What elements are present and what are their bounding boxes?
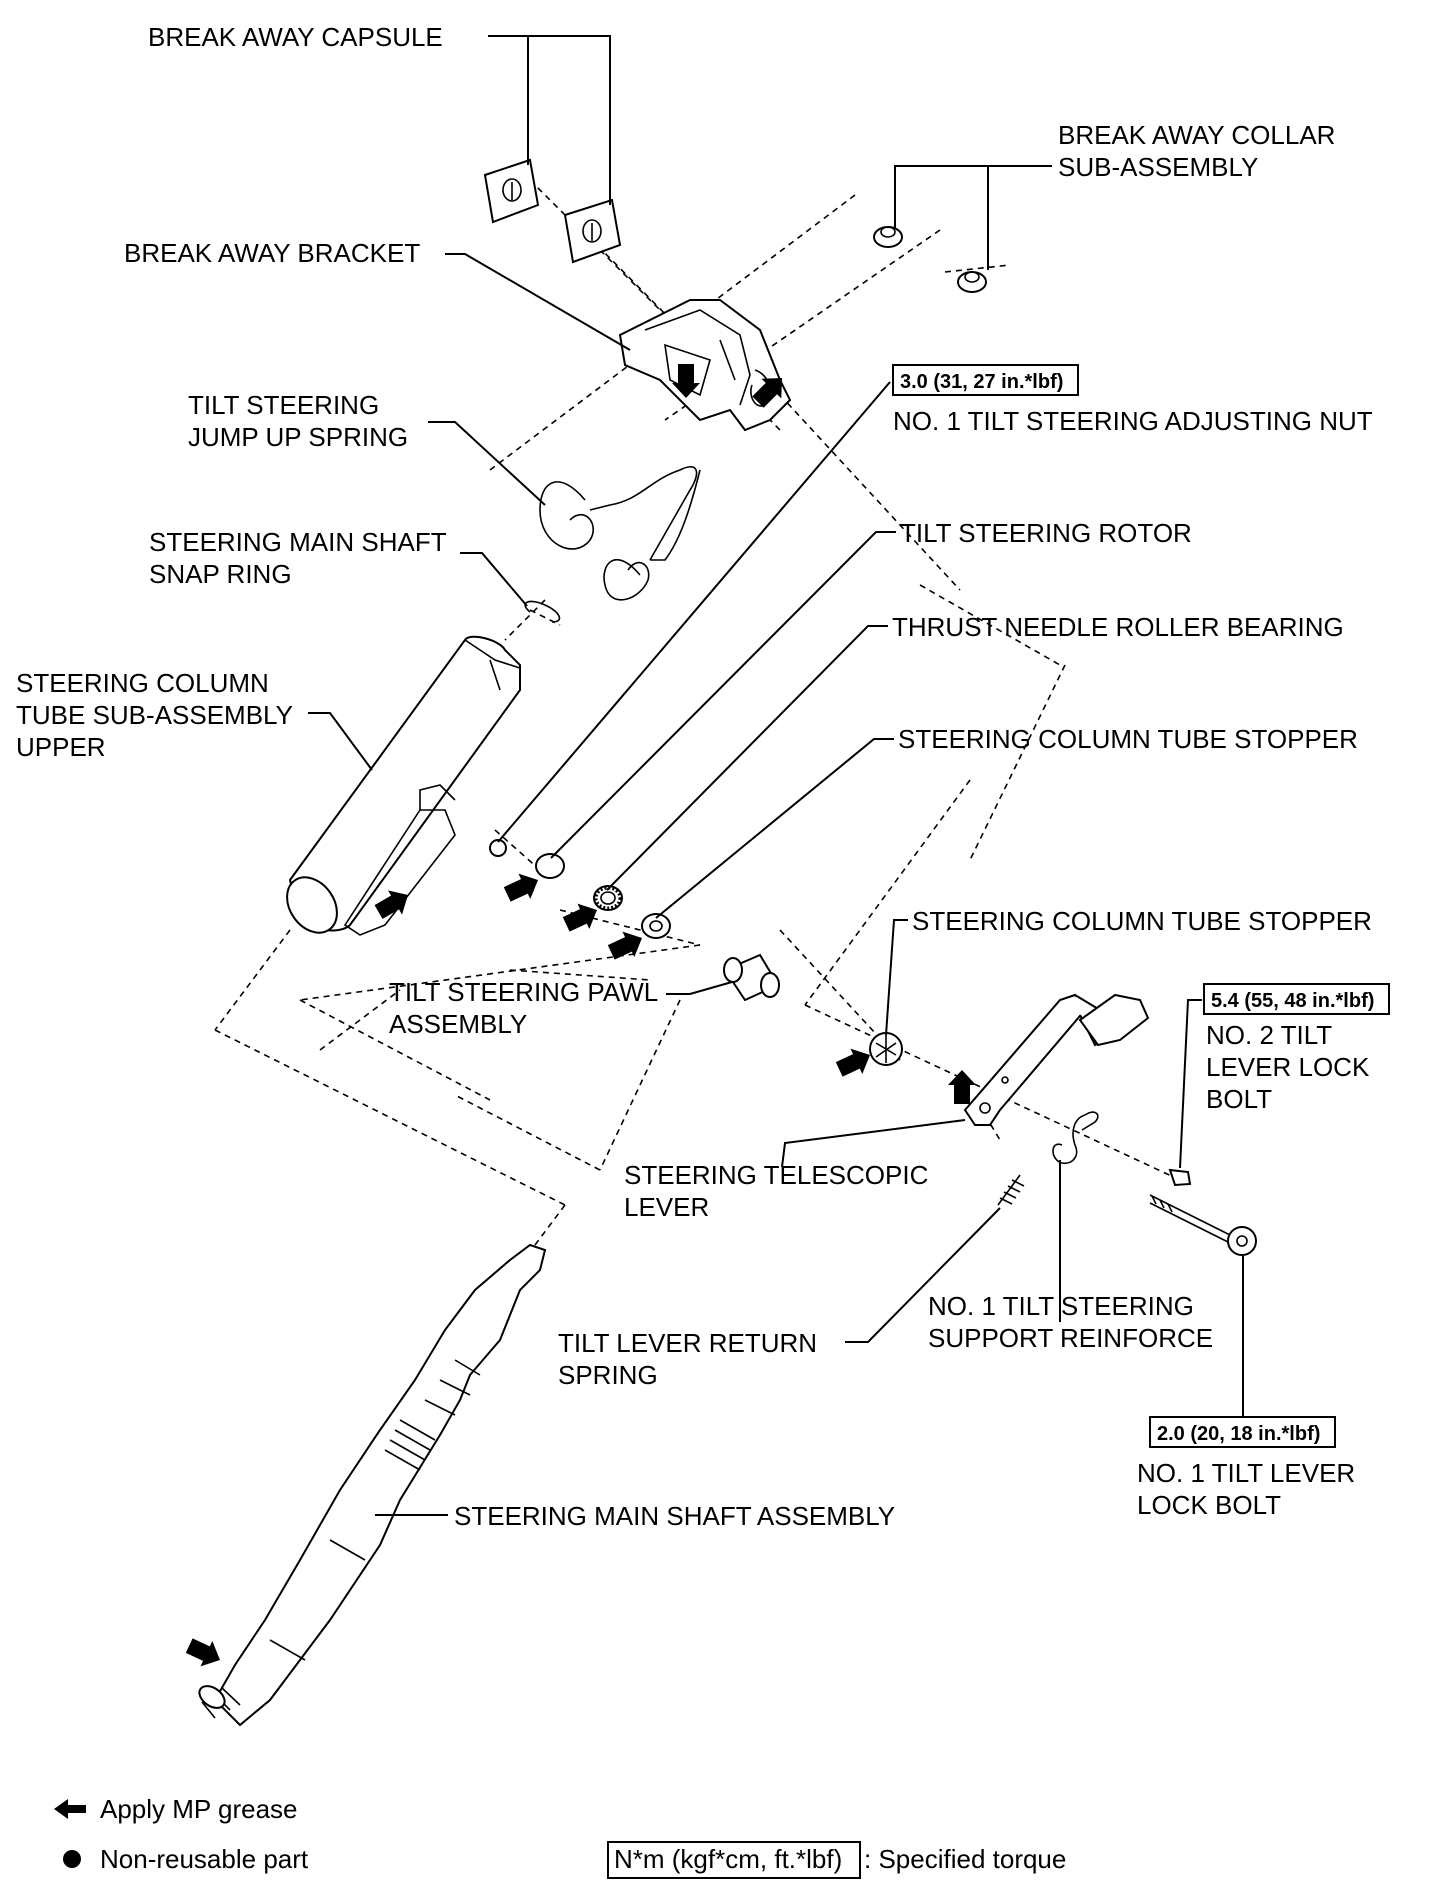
- break-away-collar-lower: [957, 271, 987, 293]
- break-away-capsule-left: [483, 158, 540, 224]
- label-jump-up-spring-2: JUMP UP SPRING: [188, 422, 408, 452]
- label-adjusting-nut: NO. 1 TILT STEERING ADJUSTING NUT: [893, 406, 1373, 436]
- tilt-lever-return-spring: [997, 1174, 1025, 1206]
- torque-box-no1-bolt: [1149, 1416, 1336, 1448]
- label-tube-stopper-lower: STEERING COLUMN TUBE STOPPER: [912, 906, 1372, 936]
- legend-grease: Apply MP grease: [100, 1794, 298, 1824]
- label-break-away-capsule: BREAK AWAY CAPSULE: [148, 22, 443, 52]
- steering-main-shaft-snap-ring: [524, 600, 561, 623]
- thrust-needle-roller-bearing: [593, 885, 623, 911]
- label-no1-bolt-2: LOCK BOLT: [1137, 1490, 1281, 1520]
- break-away-capsule-right: [563, 198, 622, 264]
- grease-arrow-icon: [183, 1632, 226, 1673]
- torque-box-adjusting-nut: [892, 364, 1079, 396]
- tilt-steering-rotor: [535, 853, 565, 879]
- non-reusable-dot-icon: [63, 1850, 81, 1868]
- torque-no2-bolt: 5.4 (55, 48 in.*lbf): [1211, 990, 1374, 1012]
- grease-arrow-icon: [948, 1070, 976, 1104]
- label-pawl-1: TILT STEERING PAWL: [389, 977, 658, 1007]
- tilt-steering-jump-up-spring: [539, 466, 701, 601]
- label-tilt-rotor: TILT STEERING ROTOR: [900, 518, 1192, 548]
- label-tube-stopper-upper: STEERING COLUMN TUBE STOPPER: [898, 724, 1358, 754]
- label-return-spring-2: SPRING: [558, 1360, 658, 1390]
- grease-arrow-icon: [371, 882, 415, 925]
- legend-torque-box: [607, 1841, 861, 1879]
- tilt-steering-pawl-assembly: [723, 953, 780, 1002]
- label-pawl-2: ASSEMBLY: [389, 1009, 527, 1039]
- label-return-spring-1: TILT LEVER RETURN: [558, 1328, 817, 1358]
- label-break-away-collar-2: SUB-ASSEMBLY: [1058, 152, 1258, 182]
- label-jump-up-spring-1: TILT STEERING: [188, 390, 379, 420]
- label-telescopic-2: LEVER: [624, 1192, 709, 1222]
- label-no2-bolt-3: BOLT: [1206, 1084, 1272, 1114]
- tilt-steering-adjusting-nut: [489, 839, 507, 857]
- leader-lines: [308, 35, 1244, 1516]
- grease-arrow-icon: [54, 1799, 86, 1819]
- torque-adjusting-nut: 3.0 (31, 27 in.*lbf): [900, 371, 1063, 393]
- label-no1-bolt-1: NO. 1 TILT LEVER: [1137, 1458, 1355, 1488]
- steering-telescopic-lever: [963, 993, 1150, 1126]
- legend-torque-text: : Specified torque: [864, 1844, 1066, 1874]
- label-main-shaft: STEERING MAIN SHAFT ASSEMBLY: [454, 1501, 895, 1531]
- steering-column-tube-upper: [286, 635, 521, 936]
- label-snap-ring-1: STEERING MAIN SHAFT: [149, 527, 447, 557]
- label-break-away-collar-1: BREAK AWAY COLLAR: [1058, 120, 1335, 150]
- legend-torque-unit: N*m (kgf*cm, ft.*lbf): [614, 1844, 842, 1874]
- steering-column-tube-stopper-lower: [869, 1032, 903, 1066]
- steering-column-tube-stopper-upper: [641, 913, 671, 939]
- no1-tilt-lever-lock-bolt: [1149, 1194, 1257, 1256]
- label-telescopic-1: STEERING TELESCOPIC: [624, 1160, 928, 1190]
- break-away-collar-upper: [873, 226, 903, 248]
- label-thrust-bearing: THRUST NEEDLE ROLLER BEARING: [892, 612, 1344, 642]
- torque-box-no2-bolt: [1203, 983, 1390, 1015]
- no2-tilt-lever-lock-bolt: [1168, 1168, 1192, 1187]
- steering-main-shaft-assembly: [198, 1243, 547, 1727]
- label-break-away-bracket: BREAK AWAY BRACKET: [124, 238, 420, 268]
- label-reinforce-1: NO. 1 TILT STEERING: [928, 1291, 1194, 1321]
- label-column-tube-2: TUBE SUB-ASSEMBLY: [16, 700, 293, 730]
- grease-arrow-icon: [605, 925, 648, 966]
- label-snap-ring-2: SNAP RING: [149, 559, 292, 589]
- break-away-bracket: [618, 299, 792, 432]
- grease-arrow-icon: [501, 867, 544, 908]
- label-column-tube-1: STEERING COLUMN: [16, 668, 269, 698]
- label-reinforce-2: SUPPORT REINFORCE: [928, 1323, 1213, 1353]
- legend-non-reusable: Non-reusable part: [100, 1844, 309, 1874]
- legend: Apply MP grease Non-reusable part N*m (k…: [54, 1794, 1066, 1879]
- no1-tilt-steering-support-reinforce: [1052, 1111, 1099, 1165]
- label-column-tube-3: UPPER: [16, 732, 106, 762]
- label-no2-bolt-1: NO. 2 TILT: [1206, 1020, 1332, 1050]
- label-no2-bolt-2: LEVER LOCK: [1206, 1052, 1370, 1082]
- torque-no1-bolt: 2.0 (20, 18 in.*lbf): [1157, 1423, 1320, 1445]
- grease-arrows: [183, 364, 976, 1673]
